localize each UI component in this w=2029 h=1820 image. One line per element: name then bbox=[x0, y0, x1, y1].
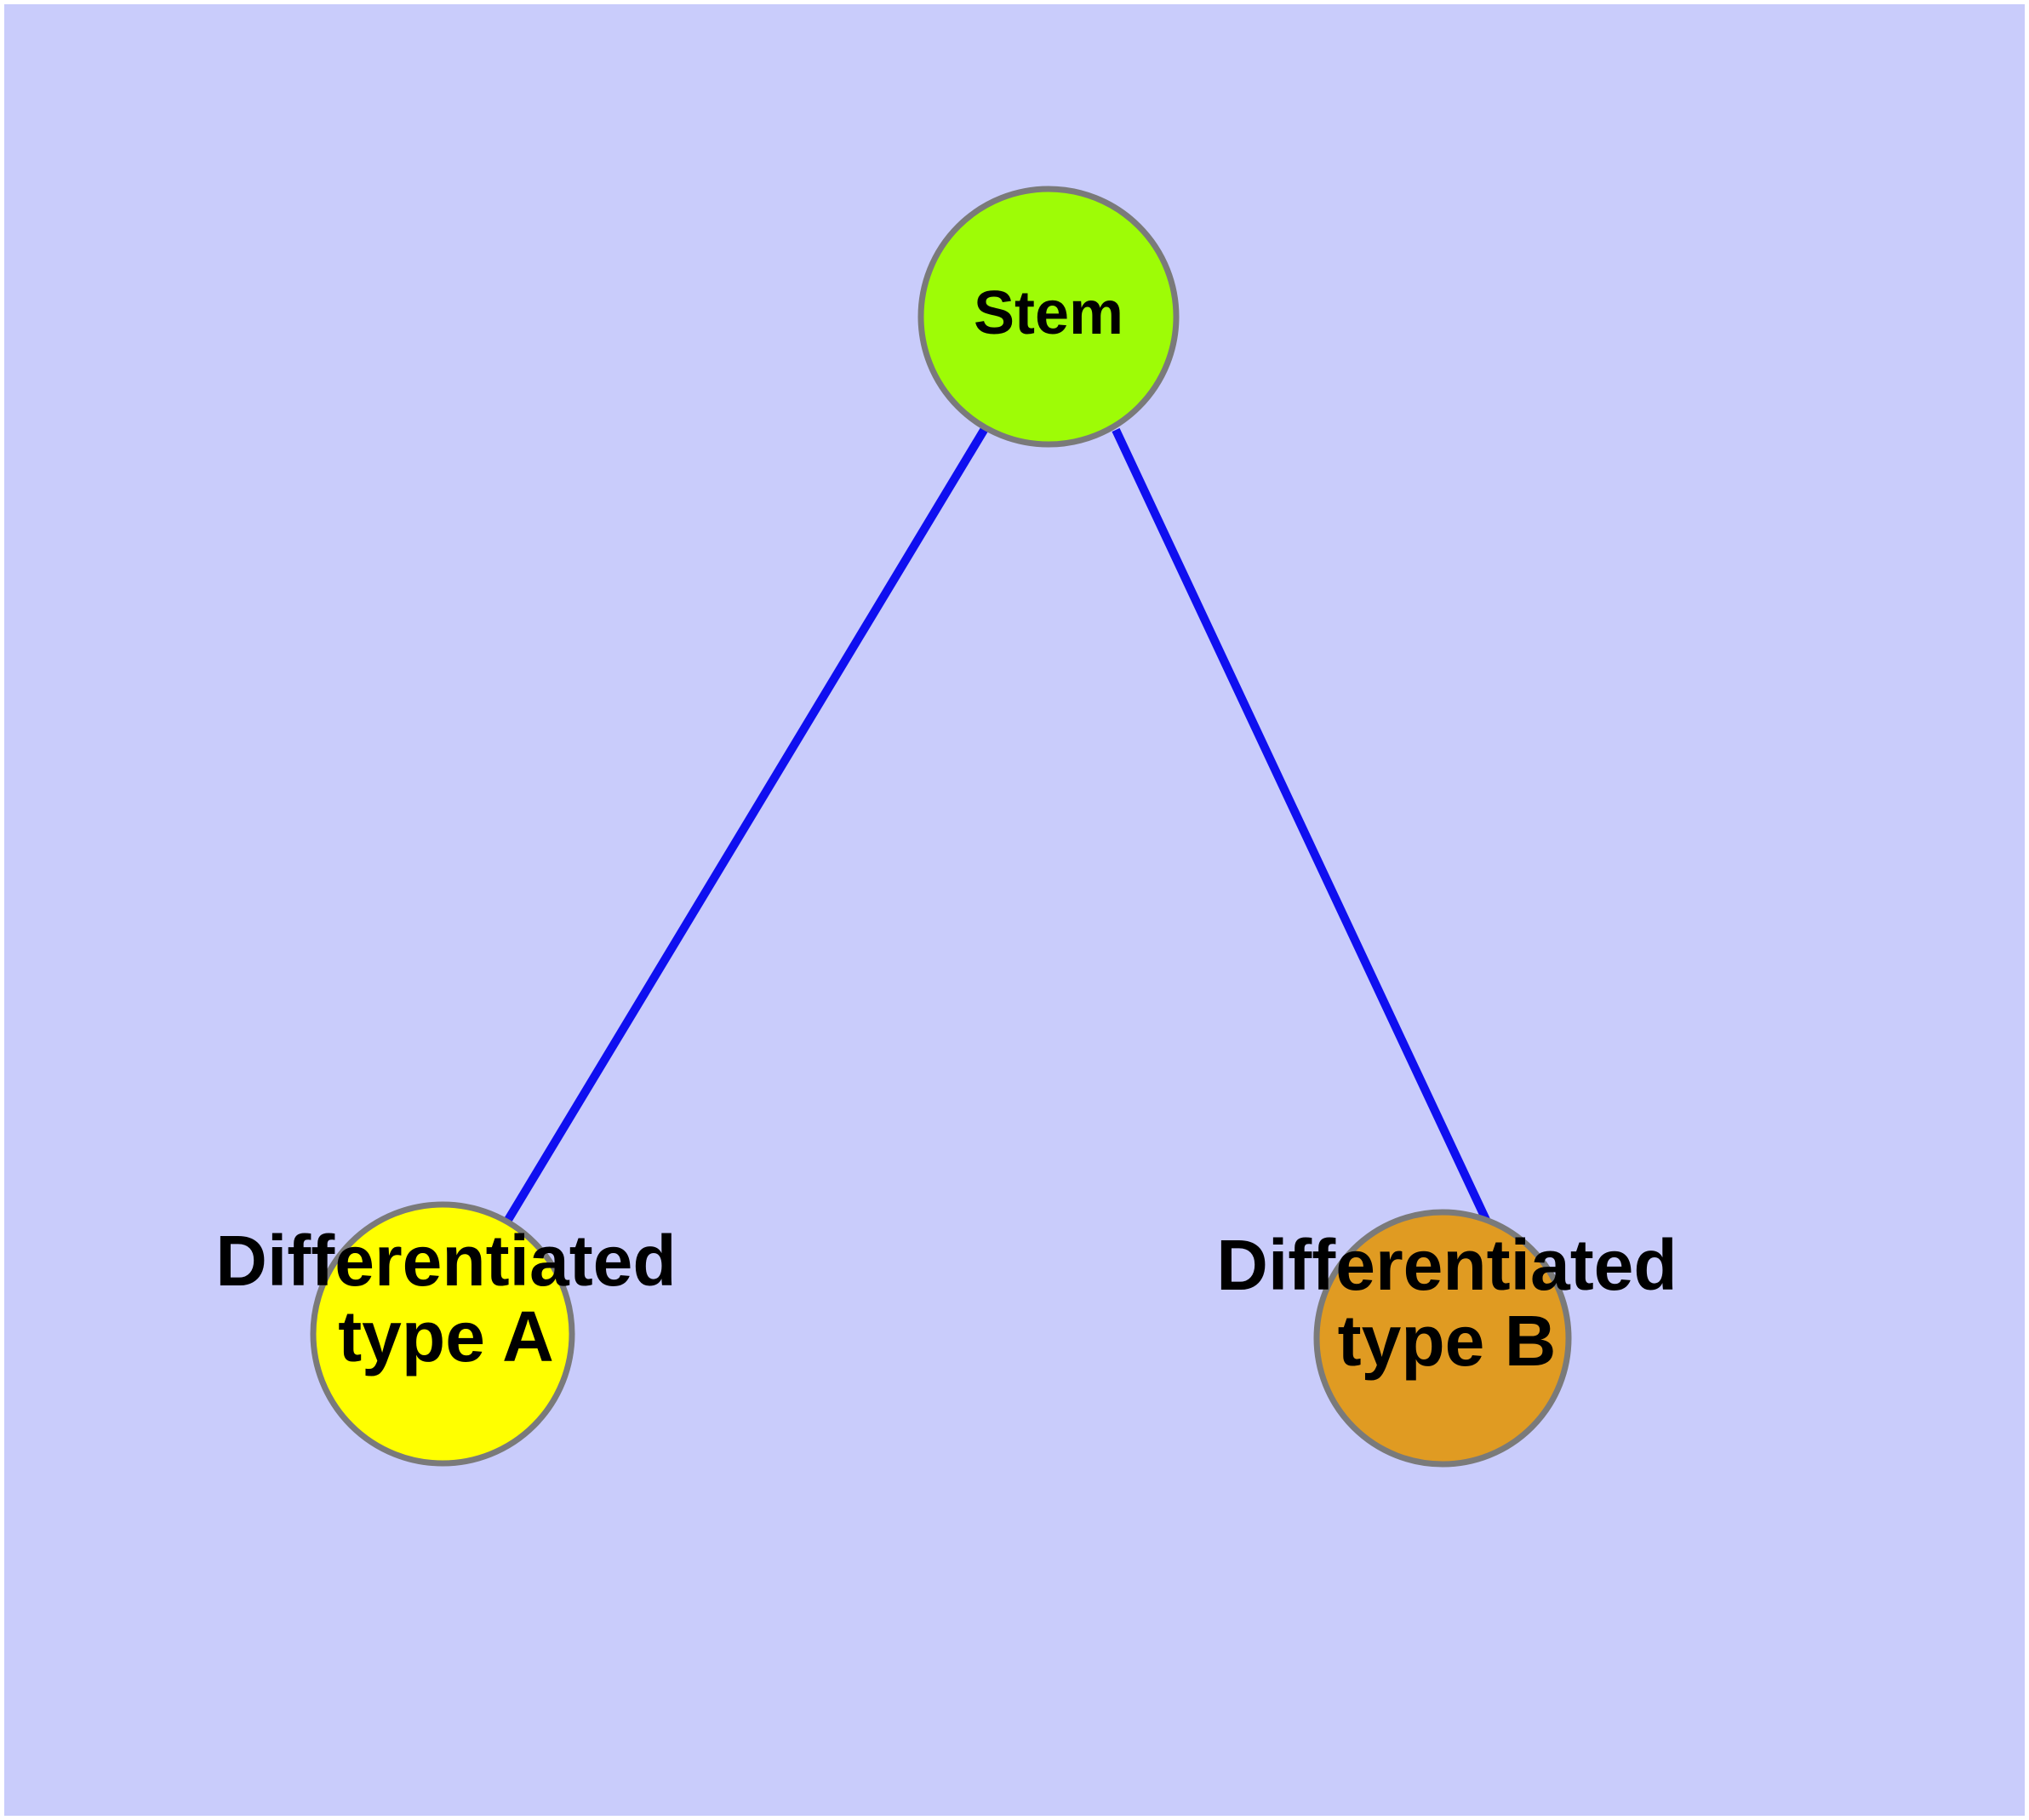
edge-stem-to-differentiated-type-b[interactable] bbox=[1112, 427, 1491, 1224]
graph-svg bbox=[310, 186, 1572, 1468]
node-differentiated-type-a[interactable] bbox=[310, 1201, 575, 1467]
node-differentiated-type-b[interactable] bbox=[1313, 1209, 1572, 1468]
node-layer bbox=[310, 186, 1572, 1468]
edge-stem-to-differentiated-type-a[interactable] bbox=[504, 425, 990, 1222]
node-stem[interactable] bbox=[917, 186, 1180, 448]
edge-layer bbox=[504, 425, 1491, 1224]
